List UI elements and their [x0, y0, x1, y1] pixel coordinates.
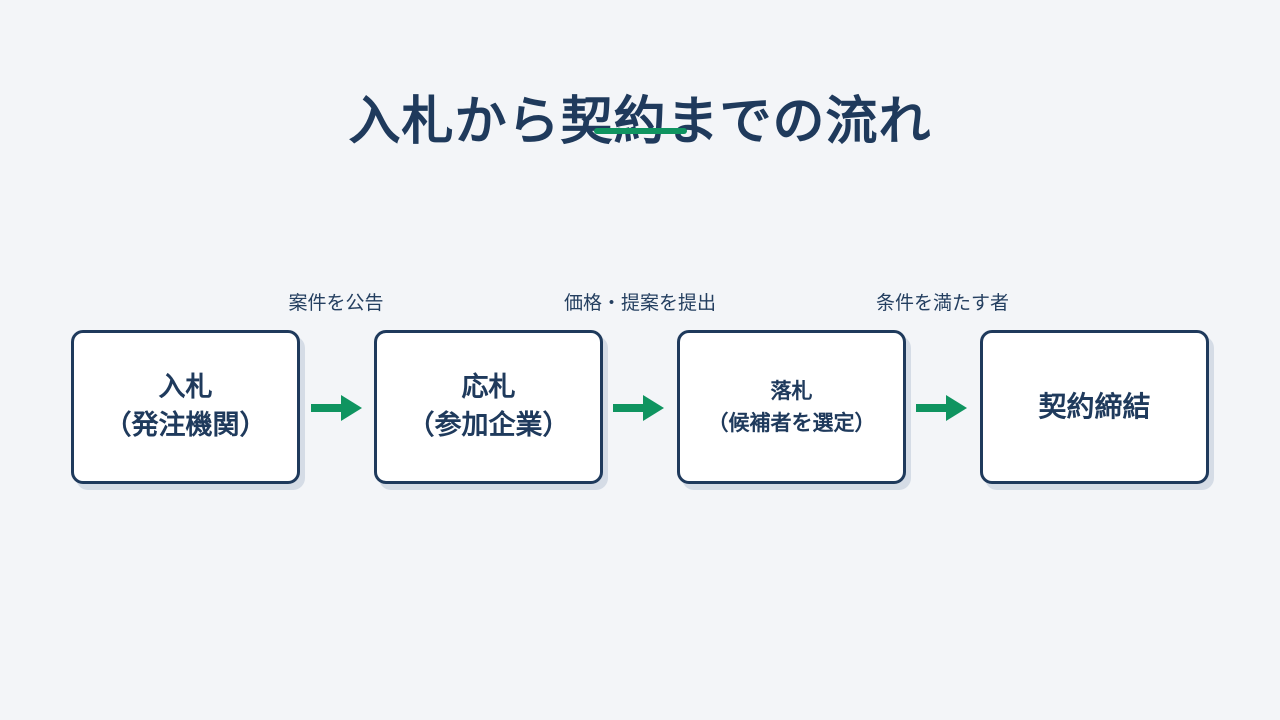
- step-box-contract: 契約締結: [980, 330, 1209, 484]
- step-box-award: 落札 （候補者を選定）: [677, 330, 906, 484]
- step-actor: （候補者を選定）: [707, 411, 876, 435]
- title-underline: [594, 128, 687, 134]
- step-title: 契約締結: [1038, 390, 1151, 423]
- transition-label-qualify: 条件を満たす者: [875, 292, 1009, 314]
- transition-label-announce: 案件を公告: [288, 292, 384, 314]
- step-title: 応札: [461, 372, 516, 403]
- step-title: 入札: [158, 372, 213, 403]
- arrow-right-icon: [916, 395, 967, 421]
- step-actor: （参加企業）: [407, 410, 570, 441]
- step-title: 落札: [770, 379, 813, 403]
- arrow-right-icon: [613, 395, 664, 421]
- transition-label-submit: 価格・提案を提出: [563, 292, 716, 314]
- step-actor: （発注機関）: [104, 410, 267, 441]
- page-title: 入札から契約までの流れ: [348, 91, 932, 152]
- step-box-tender: 応札 （参加企業）: [374, 330, 603, 484]
- step-box-bidding: 入札 （発注機関）: [71, 330, 300, 484]
- arrow-right-icon: [311, 395, 362, 421]
